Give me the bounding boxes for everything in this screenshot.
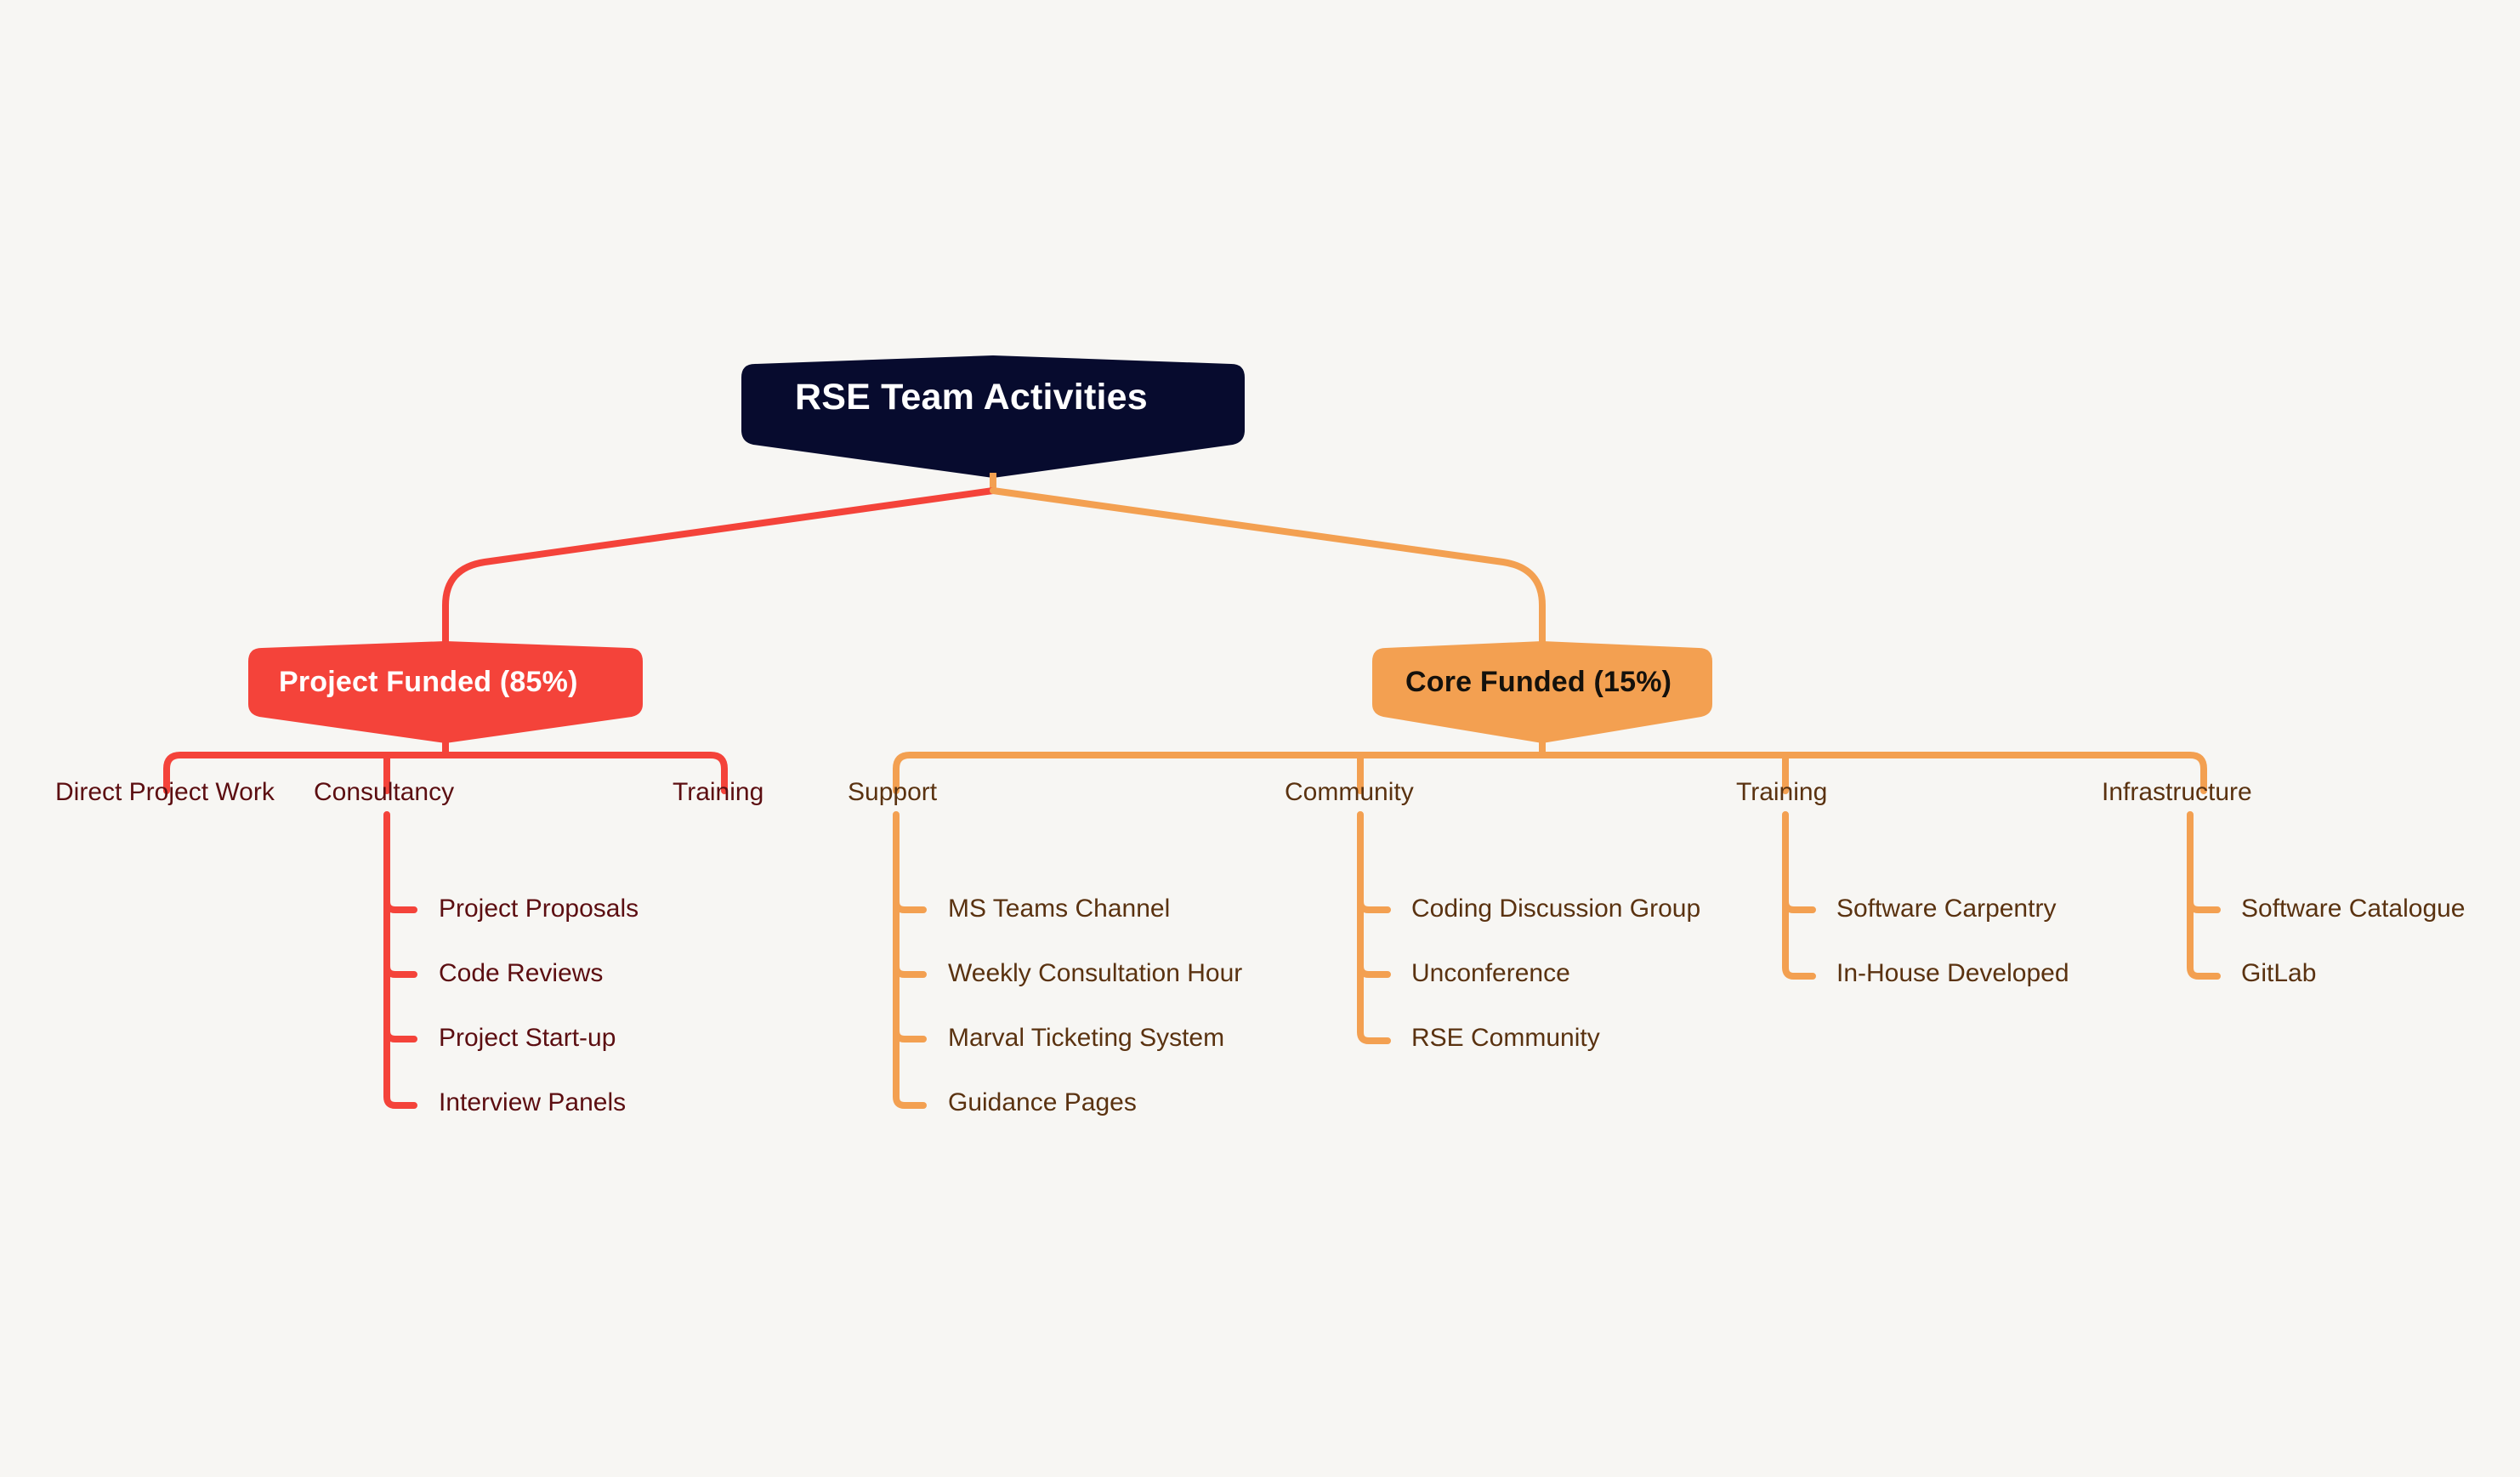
leaf-label-rse-community[interactable]: RSE Community bbox=[1411, 1024, 1600, 1052]
branch-label-project-funded[interactable]: Project Funded (85%) bbox=[279, 666, 578, 698]
leaf-label-software-carpentry[interactable]: Software Carpentry bbox=[1836, 895, 2057, 923]
leaf-label-software-catalogue[interactable]: Software Catalogue bbox=[2241, 895, 2466, 923]
project-funded-node-shape[interactable] bbox=[248, 641, 643, 743]
training-right-trunk bbox=[1782, 811, 1816, 980]
root-node-label[interactable]: RSE Team Activities bbox=[795, 377, 1148, 418]
category-label-direct-project-work[interactable]: Direct Project Work bbox=[55, 778, 275, 806]
core-funded-node-shape[interactable] bbox=[1372, 641, 1712, 743]
leaf-connector-code-reviews bbox=[383, 963, 417, 978]
category-label-training-left[interactable]: Training bbox=[673, 778, 764, 806]
leaf-label-coding-discussion-group[interactable]: Coding Discussion Group bbox=[1411, 895, 1701, 923]
leaf-label-guidance-pages[interactable]: Guidance Pages bbox=[948, 1088, 1137, 1116]
support-trunk bbox=[893, 811, 927, 1109]
category-label-training-right[interactable]: Training bbox=[1736, 778, 1828, 806]
category-label-infrastructure[interactable]: Infrastructure bbox=[2102, 778, 2252, 806]
leaf-label-weekly-consultation-hour[interactable]: Weekly Consultation Hour bbox=[948, 959, 1243, 987]
branch-label-core-funded[interactable]: Core Funded (15%) bbox=[1405, 666, 1672, 698]
leaf-connector-ms-teams-channel bbox=[893, 898, 927, 913]
leaf-label-interview-panels[interactable]: Interview Panels bbox=[439, 1088, 627, 1116]
leaf-connector-software-catalogue bbox=[2187, 898, 2221, 913]
leaf-label-ms-teams-channel[interactable]: MS Teams Channel bbox=[948, 895, 1171, 923]
leaf-connector-project-startup bbox=[383, 1027, 417, 1042]
category-label-support[interactable]: Support bbox=[848, 778, 938, 806]
leaf-label-code-reviews[interactable]: Code Reviews bbox=[439, 959, 604, 987]
leaf-connector-marval-ticketing-system bbox=[893, 1027, 927, 1042]
leaf-connector-coding-discussion-group bbox=[1357, 898, 1391, 913]
leaf-connector-software-carpentry bbox=[1782, 898, 1816, 913]
leaf-label-unconference[interactable]: Unconference bbox=[1411, 959, 1570, 987]
leaf-connector-weekly-consultation-hour bbox=[893, 963, 927, 978]
consultancy-trunk bbox=[383, 811, 417, 1109]
core-funded-category-bus bbox=[893, 752, 2207, 794]
leaf-label-marval-ticketing-system[interactable]: Marval Ticketing System bbox=[948, 1024, 1225, 1052]
community-trunk bbox=[1357, 811, 1391, 1044]
leaf-label-in-house-developed[interactable]: In-House Developed bbox=[1836, 959, 2069, 987]
leaf-label-project-proposals[interactable]: Project Proposals bbox=[439, 895, 639, 923]
leaf-connector-project-proposals bbox=[383, 898, 417, 913]
leaf-label-project-start-up[interactable]: Project Start-up bbox=[439, 1024, 616, 1052]
root-node-shape[interactable] bbox=[741, 355, 1245, 478]
leaf-label-gitlab[interactable]: GitLab bbox=[2241, 959, 2317, 987]
infrastructure-trunk bbox=[2187, 811, 2221, 980]
category-label-consultancy[interactable]: Consultancy bbox=[314, 778, 455, 806]
branch-line-project-funded bbox=[442, 487, 996, 675]
branch-line-core-funded bbox=[990, 487, 1546, 675]
category-label-community[interactable]: Community bbox=[1285, 778, 1414, 806]
leaf-connector-unconference bbox=[1357, 963, 1391, 978]
